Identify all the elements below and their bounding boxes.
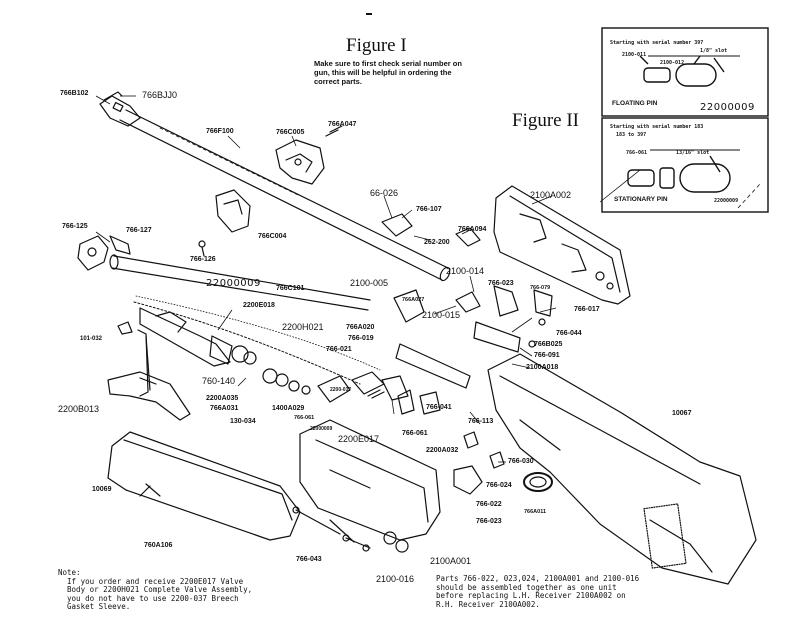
part-label: 766-043 <box>296 556 322 563</box>
note-left: Note: If you order and receive 2200E017 … <box>58 568 253 611</box>
part-label: 766-126 <box>190 256 216 263</box>
part-label: 130-034 <box>230 418 256 425</box>
part-label: 766-091 <box>534 352 560 359</box>
part-label: 1400A029 <box>272 405 305 412</box>
receiver-right <box>493 185 631 305</box>
fore-end <box>107 431 301 541</box>
part-label: 2100-014 <box>446 266 485 276</box>
muzzle-cap <box>77 235 109 271</box>
stationary-part: 766-061 <box>626 150 648 156</box>
screw <box>325 125 343 137</box>
trigger-guard <box>523 472 553 492</box>
part-label: 766-125 <box>62 223 88 230</box>
part-label: 2100-016 <box>376 574 415 584</box>
part-label: 766A094 <box>458 226 487 233</box>
stationary-serial-note: Starting with serial number 183 <box>610 124 704 130</box>
part-label: 101-032 <box>80 336 103 342</box>
part-label: 760-140 <box>202 376 236 386</box>
part-label: 766-079 <box>530 285 551 291</box>
part-label: 2200A035 <box>206 395 239 402</box>
pin <box>198 240 206 248</box>
part-label: 766A027 <box>402 297 425 303</box>
part-label: 10069 <box>92 486 112 493</box>
part-label: 766BJJ0 <box>142 90 178 100</box>
stock <box>487 353 757 585</box>
barrel-band <box>215 189 251 233</box>
stationary-range: 183 to 397 <box>616 132 647 138</box>
pump-tube <box>109 254 371 311</box>
stationary-caption: STATIONARY PIN <box>614 196 668 203</box>
part-label: 766C004 <box>258 233 287 240</box>
part-label: 766-061 <box>294 415 315 421</box>
part-label: 766B025 <box>534 341 563 348</box>
part-label: 2200B013 <box>58 404 100 414</box>
part-label: 766F100 <box>206 128 234 135</box>
receiver-left <box>299 419 441 553</box>
part-label: 766-107 <box>416 206 442 213</box>
floating-serial-note: Starting with serial number 397 <box>610 40 704 46</box>
part-label: 766-044 <box>556 330 582 337</box>
part-label: 66-026 <box>370 188 399 198</box>
part-label: 766A047 <box>328 121 357 128</box>
receiver-screws <box>292 506 371 552</box>
figure1-instructions: Make sure to first check serial number o… <box>314 59 462 86</box>
part-label: 2100-015 <box>422 310 461 320</box>
trigger-group <box>381 213 553 495</box>
part-label: 766A020 <box>346 324 375 331</box>
part-label: 766-127 <box>126 227 152 234</box>
part-label: 22000009 <box>310 426 333 432</box>
part-label: 766A031 <box>210 405 239 412</box>
pump-lever <box>107 329 191 421</box>
part-label: 766-030 <box>508 458 534 465</box>
note-right: Parts 766-022, 023,024, 2100A001 and 210… <box>436 574 640 609</box>
part-label: 766-017 <box>574 306 600 313</box>
figure2-title: Figure II <box>512 110 580 131</box>
part-label: 2200E017 <box>338 434 380 444</box>
part-label: 2100-005 <box>350 278 389 288</box>
part-label: 766-023 <box>488 280 514 287</box>
floating-part-b: 2100-012 <box>660 60 685 66</box>
part-label: 2200E018 <box>243 302 275 309</box>
part-label: 766-023 <box>476 518 502 525</box>
part-label: 2100A002 <box>530 190 572 200</box>
leader-lines <box>95 95 761 463</box>
part-label: 2200-037 <box>330 387 352 393</box>
part-label: 766-024 <box>486 482 512 489</box>
floating-slot: 1/8" slot <box>700 48 728 54</box>
part-label: 262-200 <box>424 239 450 246</box>
part-label: 766-021 <box>326 346 352 353</box>
part-label: 2200A032 <box>426 447 459 454</box>
part-label: 766-019 <box>348 335 374 342</box>
part-label: 766-113 <box>468 418 494 425</box>
pump-linkage <box>139 307 257 391</box>
floating-handwritten: 22000009 <box>700 102 755 113</box>
part-label: 2100A001 <box>430 556 472 566</box>
part-label: 766-041 <box>426 404 452 411</box>
barrel <box>119 109 451 282</box>
part-label: 10067 <box>672 410 692 417</box>
part-label: 2200H021 <box>282 322 324 332</box>
part-label: 766A011 <box>524 509 547 515</box>
floating-caption: FLOATING PIN <box>612 100 658 107</box>
valve-parts <box>262 368 385 403</box>
stationary-slot: 13/16" slot <box>676 150 710 156</box>
figure2-inset <box>601 27 769 213</box>
part-label: 766-061 <box>402 430 428 437</box>
part-label: 2100A018 <box>526 364 559 371</box>
rear-sight <box>275 139 325 185</box>
part-label: 766C005 <box>276 129 305 136</box>
figure1-title: Figure I <box>346 35 407 56</box>
part-label: 766C101 <box>276 285 305 292</box>
part-label: 760A106 <box>144 542 173 549</box>
floating-part-a: 2100-011 <box>622 52 647 58</box>
part-label: 766-022 <box>476 501 502 508</box>
front-sight <box>99 91 141 127</box>
part-label: 22000009 <box>206 278 261 289</box>
stationary-caption-num: 22000009 <box>714 198 739 204</box>
part-label: 766B102 <box>60 90 89 97</box>
